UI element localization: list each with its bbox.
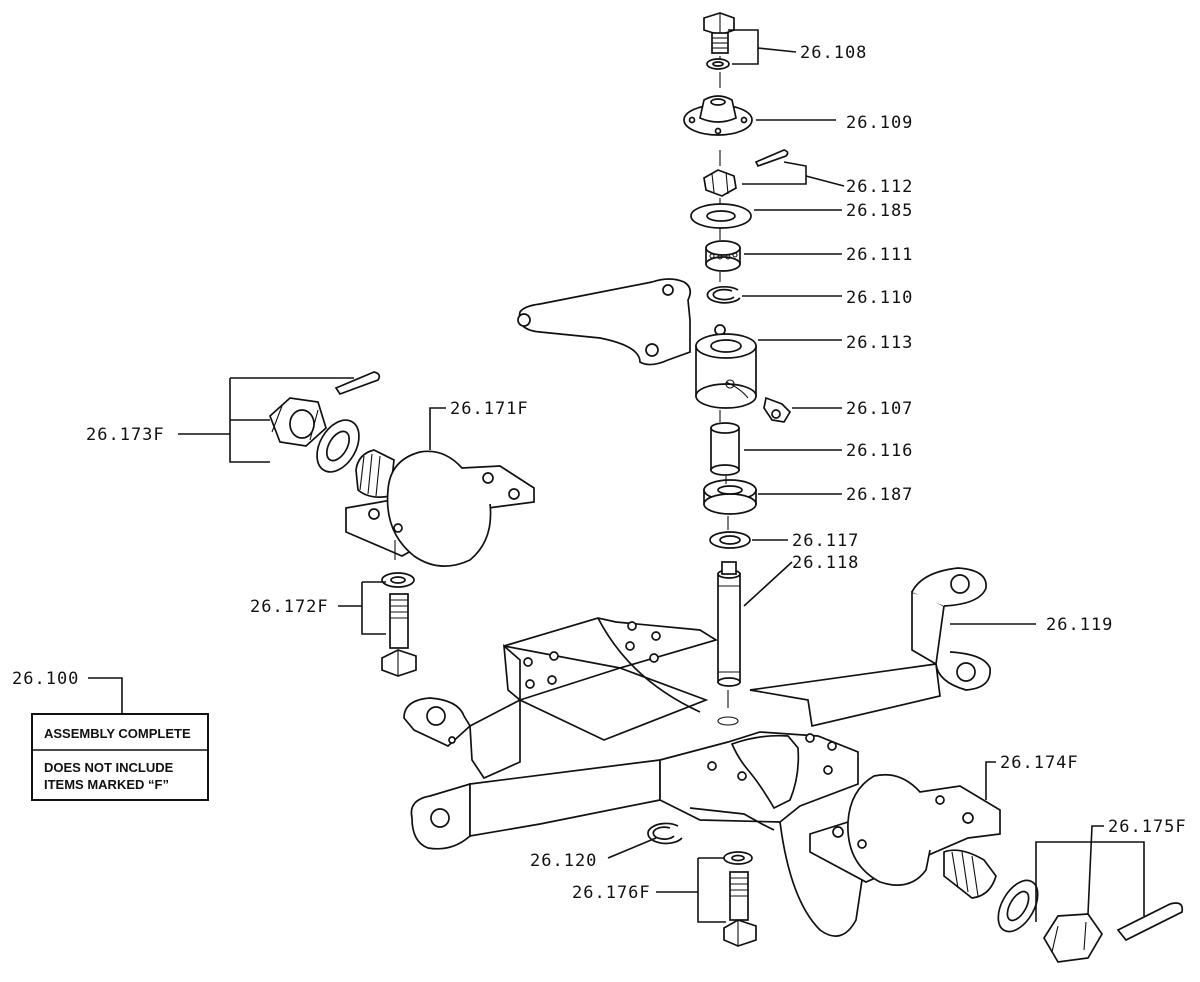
label-26-111: 26.111 xyxy=(846,245,913,265)
label-26-176F: 26.176F xyxy=(572,883,651,903)
note-line-1: ASSEMBLY COMPLETE xyxy=(44,726,191,741)
part-26-111-bearing xyxy=(705,240,741,272)
label-26-112: 26.112 xyxy=(846,177,913,197)
label-26-100: 26.100 xyxy=(12,669,79,689)
label-26-117: 26.117 xyxy=(792,531,859,551)
part-26-107-grease-fitting xyxy=(763,396,792,423)
part-26-120-snap-ring xyxy=(647,822,683,845)
label-26-171F: 26.171F xyxy=(450,399,529,419)
leader-lines xyxy=(88,29,1145,923)
part-26-176F-bolt xyxy=(723,851,757,947)
label-26-187: 26.187 xyxy=(846,485,913,505)
label-26-172F: 26.172F xyxy=(250,597,329,617)
part-26-117-ring xyxy=(709,531,751,549)
label-26-118: 26.118 xyxy=(792,553,859,573)
label-26-108: 26.108 xyxy=(800,43,867,63)
label-26-107: 26.107 xyxy=(846,399,913,419)
label-26-109: 26.109 xyxy=(846,113,913,133)
part-26-116-sleeve xyxy=(710,422,740,476)
assembly-note-box: ASSEMBLY COMPLETE DOES NOT INCLUDE ITEMS… xyxy=(31,713,209,801)
part-26-119-frame xyxy=(403,567,991,937)
label-26-120: 26.120 xyxy=(530,851,597,871)
stack-centerline xyxy=(717,56,739,726)
part-26-175F-castle-nut xyxy=(997,879,1184,963)
note-line-3: ITEMS MARKED “F” xyxy=(44,777,169,792)
label-26-113: 26.113 xyxy=(846,333,913,353)
part-26-187-bearing xyxy=(703,479,757,515)
part-26-112-castle-nut xyxy=(703,149,789,197)
label-26-175F: 26.175F xyxy=(1108,817,1187,837)
label-26-116: 26.116 xyxy=(846,441,913,461)
part-26-109-cap xyxy=(683,95,753,136)
part-26-173F-castle-nut xyxy=(268,371,381,473)
part-26-113-arm-plate xyxy=(517,278,757,409)
label-26-174F: 26.174F xyxy=(1000,753,1079,773)
part-labels: 26.108 26.109 26.112 26.185 26.111 26.11… xyxy=(12,43,1187,903)
part-26-174F-spindle-housing xyxy=(809,773,1001,899)
part-26-118-pin xyxy=(717,561,741,687)
part-26-110-snap-ring xyxy=(706,285,741,304)
part-26-172F-bolt xyxy=(381,572,417,677)
label-26-119: 26.119 xyxy=(1046,615,1113,635)
label-26-185: 26.185 xyxy=(846,201,913,221)
part-26-108-bolt xyxy=(703,12,735,70)
label-26-173F: 26.173F xyxy=(86,425,165,445)
label-26-110: 26.110 xyxy=(846,288,913,308)
note-line-2: DOES NOT INCLUDE xyxy=(44,760,174,775)
part-26-185-washer xyxy=(690,203,752,229)
part-26-171F-spindle-housing xyxy=(345,449,535,567)
